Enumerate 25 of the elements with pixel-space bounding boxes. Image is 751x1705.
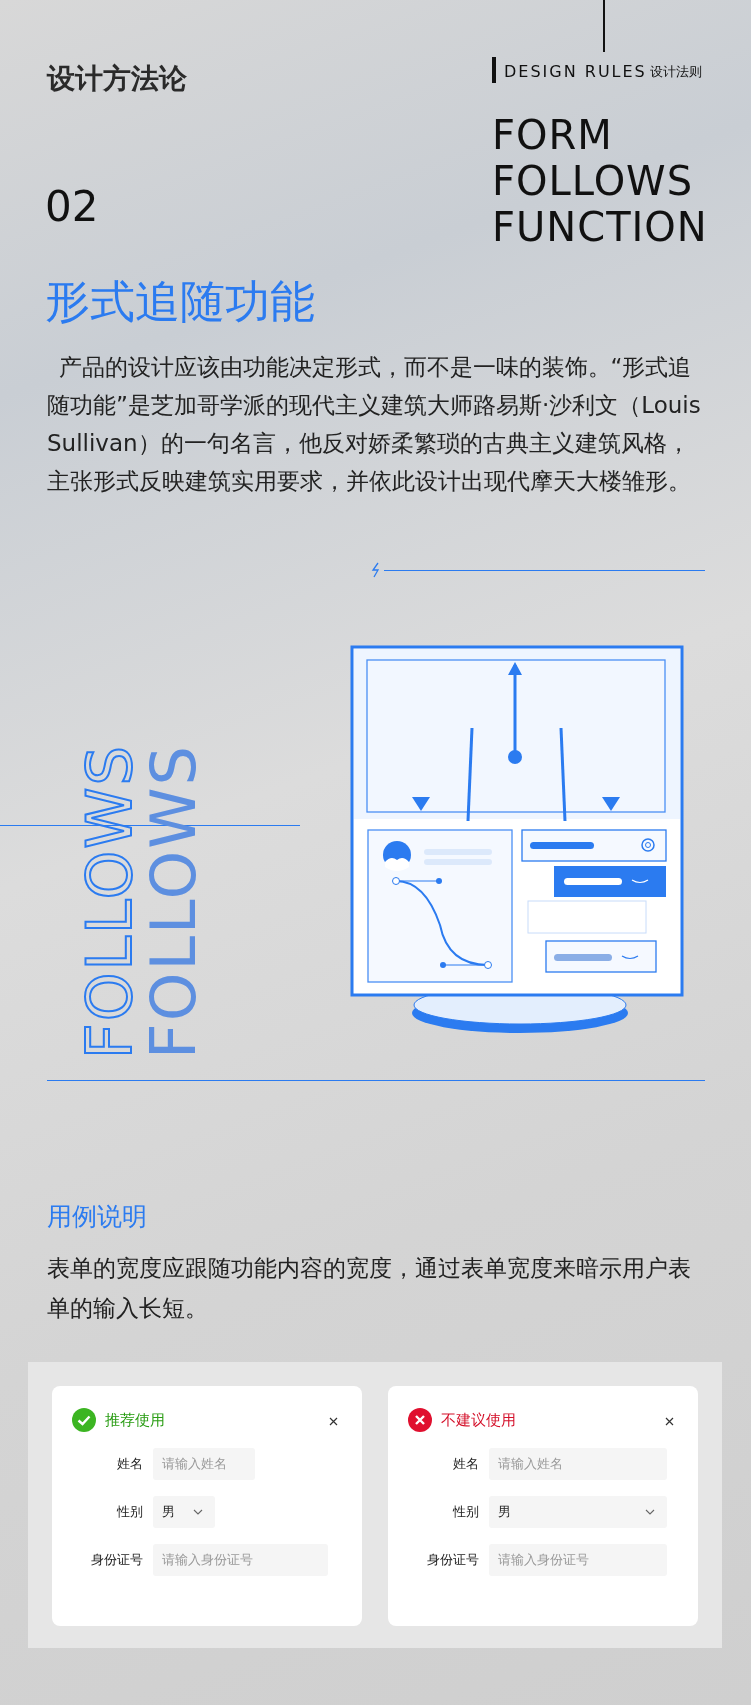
form-card bbox=[52, 1386, 362, 1626]
body-text: 产品的设计应该由功能决定形式，而不是一味的装饰。“形式追随功能”是芝加哥学派的现代主义建筑大师路易斯·沙利文（Louis Sullivan）的一句名言，他反对娇柔繁琐的古典主义建筑风格，主张形式反映建筑实用要求，并依此设计出现代摩天大楼雏形。 bbox=[47, 353, 702, 496]
input-field: 请输入姓名 bbox=[489, 1448, 667, 1480]
field-label: 姓名 bbox=[453, 1455, 479, 1473]
section-title: 形式追随功能 bbox=[45, 274, 315, 330]
heading: 设计方法论 bbox=[47, 61, 187, 97]
field-label: 性别 bbox=[117, 1503, 143, 1521]
body-text: 表单的宽度应跟随功能内容的宽度，通过表单宽度来暗示用户表单的输入长短。 bbox=[47, 1254, 692, 1323]
card-title: 不建议使用 bbox=[441, 1410, 516, 1431]
section-title: 用例说明 bbox=[47, 1201, 147, 1233]
field-label: 身份证号 bbox=[91, 1551, 143, 1569]
subtitle: 设计法则 bbox=[650, 63, 702, 81]
card-title: 推荐使用 bbox=[105, 1410, 165, 1431]
select-field: 男 bbox=[489, 1496, 667, 1528]
field-label: 身份证号 bbox=[427, 1551, 479, 1569]
subtitle: DESIGN RULES bbox=[504, 62, 647, 81]
section-number: 02 bbox=[45, 182, 99, 231]
field-label: 姓名 bbox=[117, 1455, 143, 1473]
input-field: 请输入姓名 bbox=[153, 1448, 255, 1480]
field-label: 性别 bbox=[453, 1503, 479, 1521]
select-field: 男 bbox=[153, 1496, 215, 1528]
headline: FORM FOLLOWS FUNCTION bbox=[492, 112, 708, 250]
input-field: 请输入身份证号 bbox=[153, 1544, 328, 1576]
input-field: 请输入身份证号 bbox=[489, 1544, 667, 1576]
form-card bbox=[388, 1386, 698, 1626]
